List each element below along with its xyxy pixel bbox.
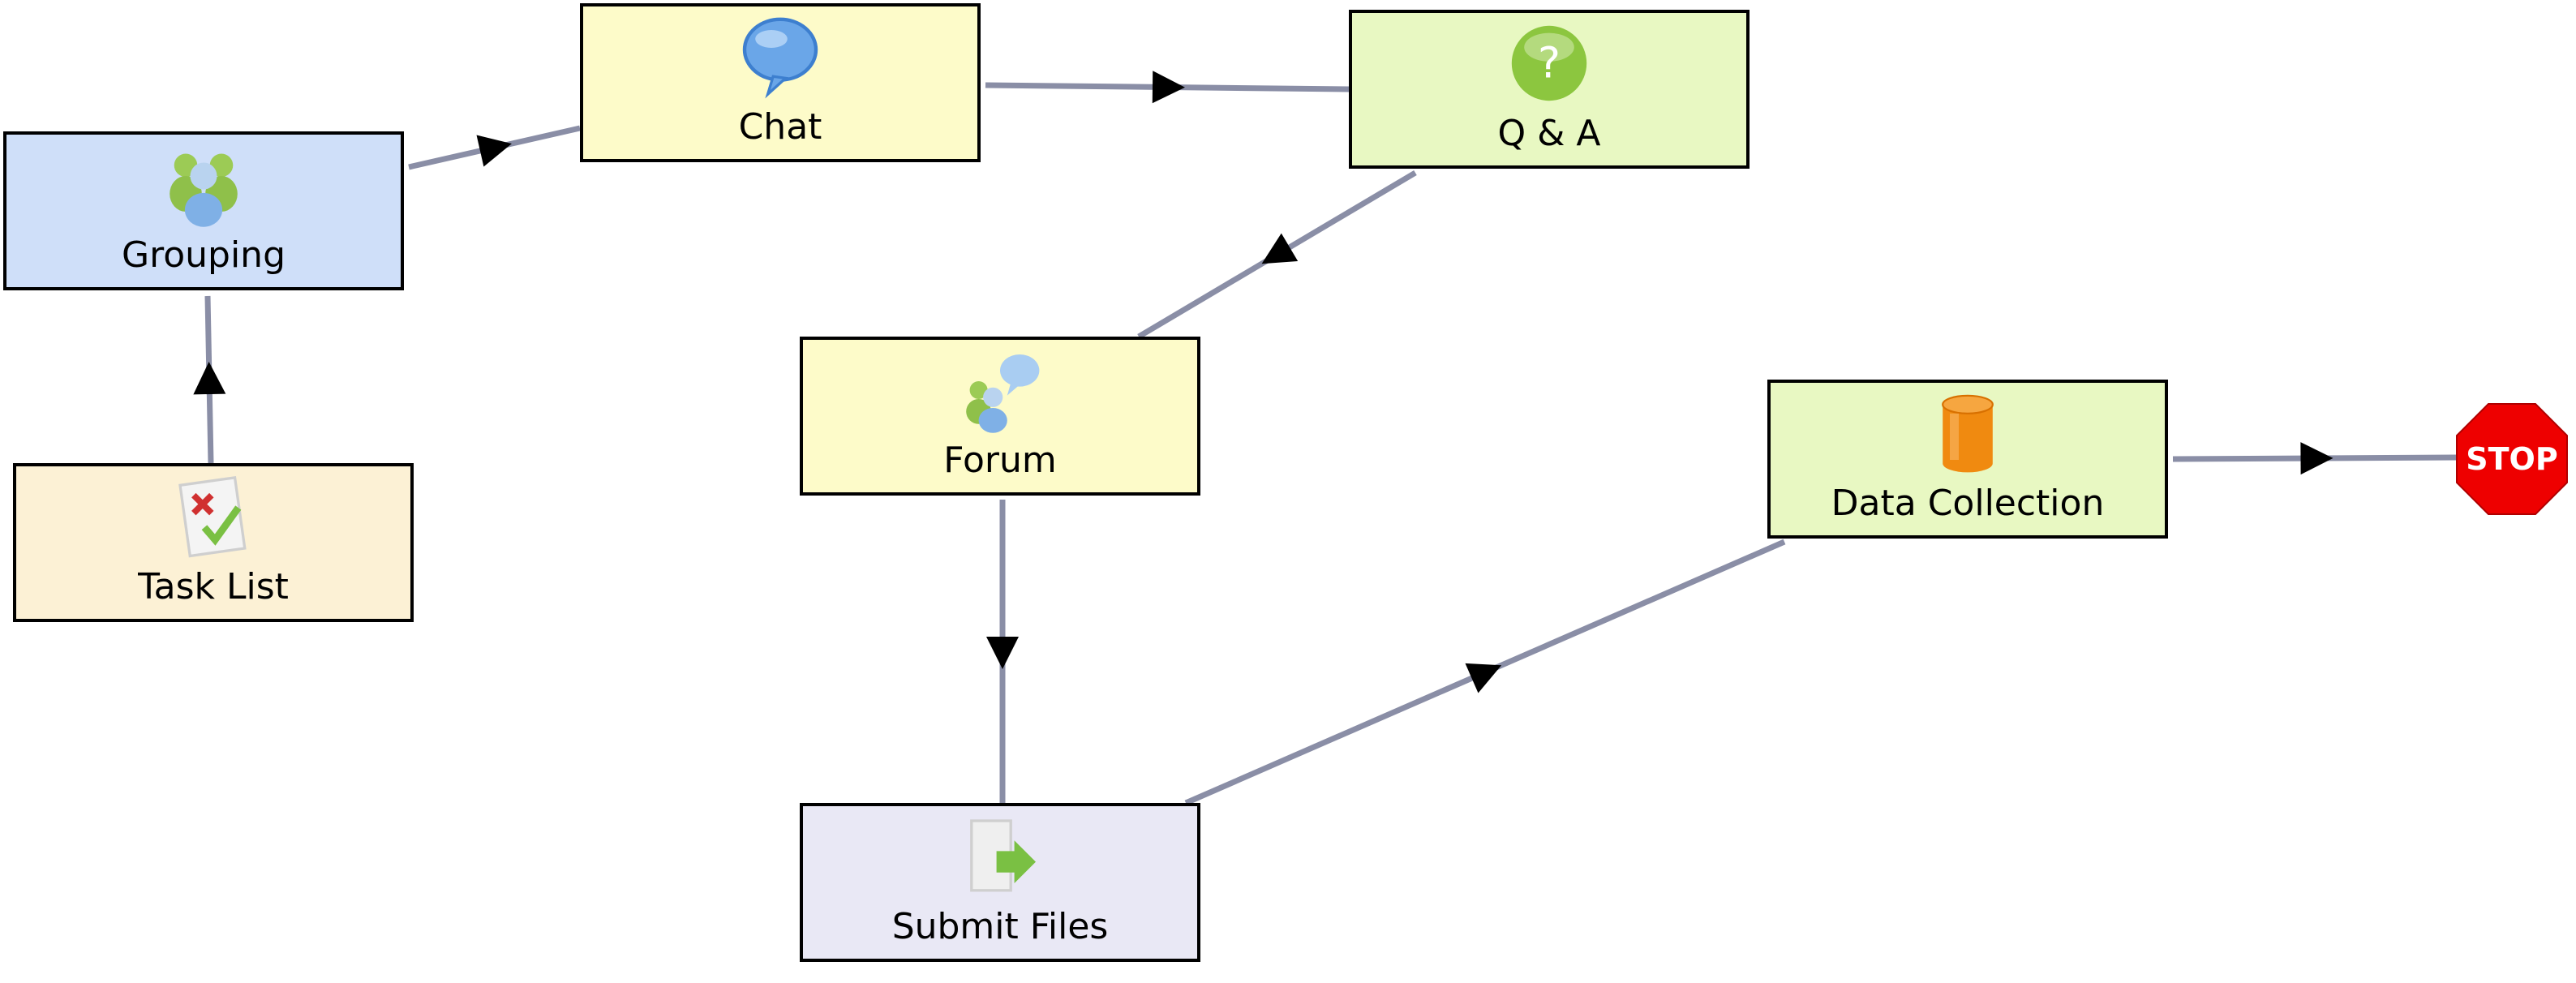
arrowhead-icon	[193, 362, 226, 395]
activity-node-chat[interactable]: Chat	[580, 3, 981, 162]
node-label: Chat	[738, 106, 822, 148]
arrowhead-icon	[2300, 442, 2333, 475]
node-label: Grouping	[122, 234, 286, 276]
question-icon: ?	[1511, 25, 1587, 101]
forum-icon	[966, 354, 1040, 433]
arrowhead-icon	[986, 637, 1019, 669]
database-icon	[1942, 394, 1994, 473]
node-label: Forum	[943, 440, 1057, 481]
stop-sign-icon	[2456, 403, 2568, 515]
arrowhead-icon	[1465, 663, 1502, 693]
activity-node-forum[interactable]: Forum	[800, 337, 1200, 496]
stop-label: STOP	[2466, 441, 2558, 477]
activity-node-qa[interactable]: ? Q & A	[1349, 10, 1750, 169]
node-label: Task List	[138, 566, 289, 607]
node-label: Q & A	[1497, 113, 1601, 154]
arrowhead-icon	[1152, 71, 1185, 104]
chat-bubble-icon	[742, 17, 818, 99]
arrowhead-icon	[476, 135, 512, 167]
stop-node[interactable]: STOP	[2455, 402, 2569, 516]
activity-node-submit-files[interactable]: Submit Files	[800, 803, 1200, 962]
node-label: Data Collection	[1831, 483, 2105, 524]
svg-text:?: ?	[1538, 39, 1561, 88]
node-label: Submit Files	[891, 906, 1109, 947]
task-list-icon	[178, 475, 247, 558]
group-icon	[170, 153, 238, 227]
activity-node-grouping[interactable]: Grouping	[3, 131, 404, 290]
activity-node-data-collection[interactable]: Data Collection	[1767, 380, 2168, 539]
activity-node-task-list[interactable]: Task List	[13, 463, 414, 622]
arrowhead-icon	[1261, 233, 1299, 264]
submit-files-icon	[970, 819, 1036, 892]
